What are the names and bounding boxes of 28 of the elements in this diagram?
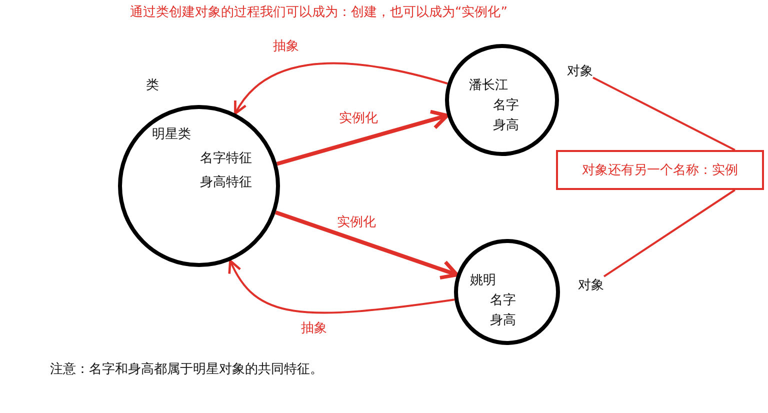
attribute-text: 名字 xyxy=(493,98,519,114)
diagram-title: 通过类创建对象的过程我们可以成为：创建，也可以成为“实例化” xyxy=(130,5,508,21)
edge-label: 实例化 xyxy=(338,112,379,126)
class-label: 类 xyxy=(146,78,159,94)
attribute-text: 身高 xyxy=(490,313,516,329)
connector-line xyxy=(603,189,736,278)
connector-line xyxy=(592,76,736,151)
attribute-text: 名字 xyxy=(490,293,516,309)
class-circle xyxy=(118,105,280,267)
circle-title: 姚明 xyxy=(470,273,496,289)
object-text: 对象 xyxy=(567,62,593,80)
attribute-text: 身高 xyxy=(493,118,519,134)
edge-label: 抽象 xyxy=(272,40,300,54)
note-text: 注意：名字和身高都属于明星对象的共同特征。 xyxy=(50,362,323,378)
class-circle xyxy=(445,44,559,156)
arrow xyxy=(234,62,448,115)
attribute-text: 名字特征 xyxy=(200,151,252,167)
arrow xyxy=(228,260,455,314)
arrow xyxy=(274,210,459,280)
arrow xyxy=(276,110,449,166)
attribute-text: 身高特征 xyxy=(200,175,252,191)
class-circle xyxy=(454,239,560,345)
note-box: 对象还有另一个名称：实例 xyxy=(556,150,764,190)
circle-title: 潘长江 xyxy=(469,78,508,94)
edge-label: 实例化 xyxy=(336,216,377,230)
object-text: 对象 xyxy=(578,276,604,294)
edge-label: 抽象 xyxy=(300,322,328,336)
circle-title: 明星类 xyxy=(152,127,191,143)
